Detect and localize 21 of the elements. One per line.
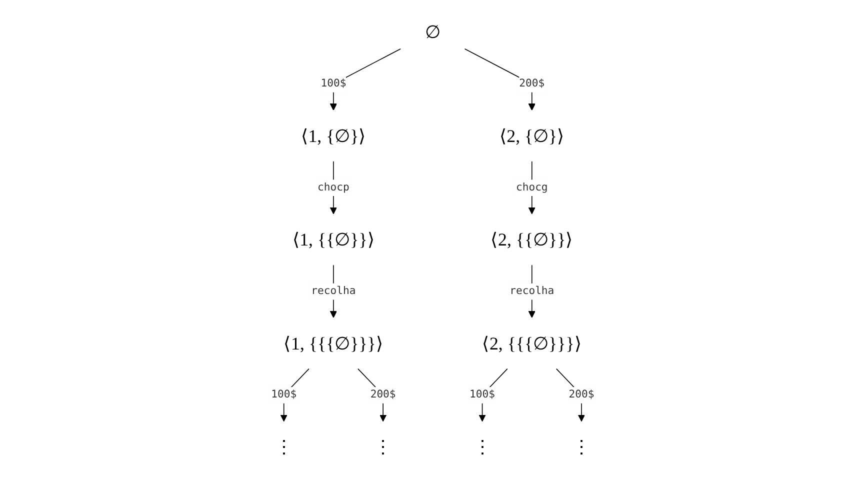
node-text: ⟨1, {∅}⟩ [300, 126, 366, 146]
edge-label: chocp [317, 181, 350, 194]
node-text: ∅ [424, 22, 440, 42]
edge-label: 100$ [469, 388, 495, 401]
node-text: ⋮ [374, 436, 392, 458]
node-text: ⟨1, {{{∅}}}⟩ [284, 333, 384, 354]
edge-label: recolha [311, 285, 356, 298]
node-text: ⟨2, {∅}⟩ [499, 126, 564, 146]
edge-label: 200$ [518, 78, 544, 90]
node-text: ⋮ [274, 436, 293, 458]
edge-label: 100$ [320, 78, 346, 90]
edge-label: 200$ [370, 388, 396, 401]
edge-label: chocg [516, 181, 548, 194]
edge-label: 200$ [568, 388, 594, 401]
edge-label: recolha [509, 285, 554, 298]
node-text: ⋮ [572, 436, 590, 458]
node-text: ⟨1, {{∅}}⟩ [292, 229, 374, 250]
node-text: ⋮ [473, 436, 492, 458]
node-text: ⟨2, {{∅}}⟩ [490, 229, 573, 250]
node-text: ⟨2, {{{∅}}}⟩ [482, 333, 582, 354]
edge-label: 100$ [270, 388, 296, 401]
